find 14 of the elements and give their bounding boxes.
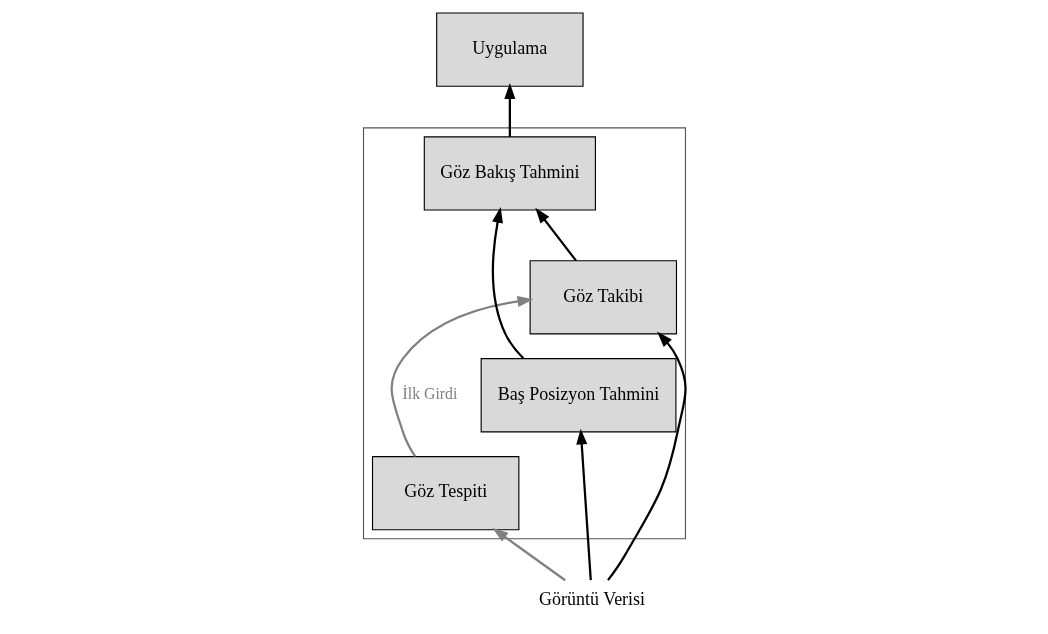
- arrow: [575, 428, 592, 581]
- node-box: Göz Bakış Tahmini: [423, 136, 596, 211]
- arrow: [491, 527, 566, 582]
- node-box: Baş Posizyon Tahmini: [480, 358, 676, 433]
- node-box: Göz Tespiti: [371, 456, 519, 531]
- node-box: Uygulama: [435, 12, 584, 87]
- arrow: [606, 331, 687, 581]
- node-text: Görüntü Verisi: [538, 588, 645, 609]
- arrow: [534, 207, 577, 262]
- arrow: [491, 207, 524, 360]
- edge-label: İlk Girdi: [402, 385, 457, 403]
- arrow: [390, 295, 533, 458]
- arrow: [503, 83, 515, 137]
- node-box: Göz Takibi: [529, 260, 677, 335]
